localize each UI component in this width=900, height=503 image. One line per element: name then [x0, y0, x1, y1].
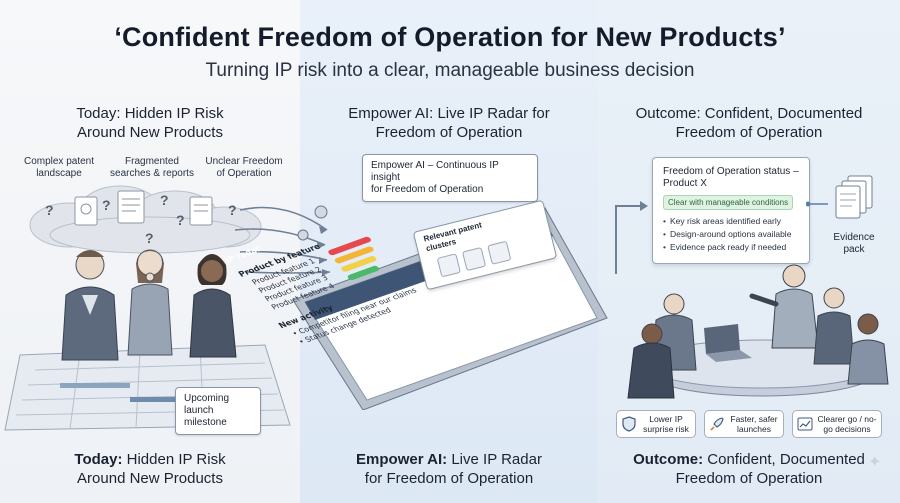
benefit-line1: Lower IP [649, 414, 683, 424]
empower-callout-line2: for Freedom of Operation [371, 184, 484, 195]
pain-point-line2: landscape [36, 168, 82, 179]
today-footer-line2: Around New Products [77, 470, 223, 487]
empower-footer: Empower AI: Live IP Radar for Freedom of… [300, 450, 598, 488]
outcome-footer-rest: Confident, Documented [703, 451, 865, 468]
patent-doc-icon [461, 246, 487, 272]
patent-doc-icon [487, 240, 512, 265]
benefit-faster-launches: Faster, safer launches [704, 410, 784, 438]
svg-text:?: ? [102, 197, 111, 213]
today-footer-bold: Today: [74, 451, 123, 468]
evidence-label-line2: pack [843, 244, 865, 255]
today-footer-rest: Hidden IP Risk [122, 451, 226, 468]
pain-point-line1: Fragmented [125, 156, 179, 167]
empower-footer-line2: for Freedom of Operation [364, 470, 534, 487]
evidence-pack-icon[interactable] [806, 172, 876, 230]
sparkle-icon: ✦ [868, 454, 882, 471]
svg-text:?: ? [176, 212, 185, 228]
benefit-clearer-decisions: Clearer go / no- go decisions [792, 410, 882, 438]
benefit-line1: Faster, safer [730, 414, 778, 424]
outcome-footer: Outcome: Confident, Documented Freedom o… [598, 450, 900, 488]
patent-doc-icon [436, 253, 461, 278]
pain-point-line2: searches & reports [110, 168, 194, 179]
svg-text:?: ? [45, 202, 54, 218]
status-item: Design-around options available [663, 228, 799, 241]
svg-text:?: ? [160, 192, 169, 208]
outcome-heading: Outcome: Confident, Documented Freedom o… [598, 104, 900, 142]
status-list: Key risk areas identified early Design-a… [663, 215, 799, 254]
fo-status-card[interactable]: Freedom of Operation status – Product X … [652, 157, 810, 264]
empower-heading-line2: Freedom of Operation [375, 124, 523, 141]
empower-heading-line1: Empower AI: Live IP Radar for [348, 105, 550, 122]
benefit-line1: Clearer go / no- [817, 414, 877, 424]
shield-icon [622, 416, 636, 432]
empower-footer-bold: Empower AI: [356, 451, 448, 468]
evidence-label-line1: Evidence [833, 232, 875, 243]
svg-text:?: ? [228, 202, 237, 218]
risk-heat-bars [327, 235, 394, 284]
today-heading: Today: Hidden IP Risk Around New Product… [0, 104, 300, 142]
pain-point-complex-landscape: Complex patent landscape [14, 156, 104, 180]
outcome-heading-line2: Freedom of Operation [675, 124, 823, 141]
today-heading-line1: Today: Hidden IP Risk [76, 105, 224, 122]
today-heading-line2: Around New Products [77, 124, 223, 141]
callout-line1: Upcoming [184, 393, 230, 404]
empower-callout-line1: Empower AI – Continuous IP insight [371, 160, 499, 183]
benefit-line2: surprise risk [643, 424, 689, 434]
rocket-icon [710, 417, 724, 431]
pain-point-fragmented-searches: Fragmented searches & reports [104, 156, 200, 180]
signal-arrows [235, 205, 331, 276]
empower-footer-rest: Live IP Radar [447, 451, 542, 468]
outcome-footer-line2: Freedom of Operation [675, 470, 823, 487]
worried-team-illustration [61, 249, 237, 361]
trend-chart-icon [797, 417, 813, 431]
fo-status-title: Freedom of Operation status – Product X [663, 166, 799, 190]
pain-point-unclear-fo: Unclear Freedom of Operation [196, 156, 292, 180]
fo-status-title-line2: Product X [663, 178, 707, 189]
benefit-lower-risk: Lower IP surprise risk [616, 410, 696, 438]
svg-text:?: ? [145, 230, 154, 246]
benefit-line2: go decisions [823, 424, 871, 434]
status-item: Key risk areas identified early [663, 215, 799, 228]
pain-point-line1: Unclear Freedom [205, 156, 283, 167]
page-subtitle: Turning IP risk into a clear, manageable… [205, 60, 695, 81]
question-mark-icons: ??? ??? [45, 192, 237, 246]
pain-point-line1: Complex patent [23, 156, 95, 167]
evidence-pack-label: Evidence pack [826, 232, 882, 256]
outcome-heading-line1: Outcome: Confident, Documented [635, 105, 863, 122]
outcome-footer-bold: Outcome: [633, 451, 704, 468]
flow-arrow-icon [615, 201, 648, 274]
status-item: Evidence pack ready if needed [663, 241, 799, 254]
fo-status-title-line1: Freedom of Operation status – [663, 166, 799, 177]
award-badge-icon [297, 205, 328, 241]
callout-line2: launch milestone [184, 405, 227, 428]
empower-callout: Empower AI – Continuous IP insight for F… [362, 154, 538, 202]
benefit-line2: launches [736, 424, 772, 434]
empower-heading: Empower AI: Live IP Radar for Freedom of… [300, 104, 598, 142]
today-footer: Today: Hidden IP Risk Around New Product… [0, 450, 300, 488]
page-title: ‘Confident Freedom of Operation for New … [114, 22, 786, 52]
status-badge: Clear with manageable conditions [663, 195, 794, 210]
confident-team-meeting-illustration [627, 264, 889, 399]
launch-milestone-callout: Upcoming launch milestone [175, 387, 261, 435]
document-icons [74, 190, 213, 226]
pain-point-line2: of Operation [216, 168, 272, 179]
